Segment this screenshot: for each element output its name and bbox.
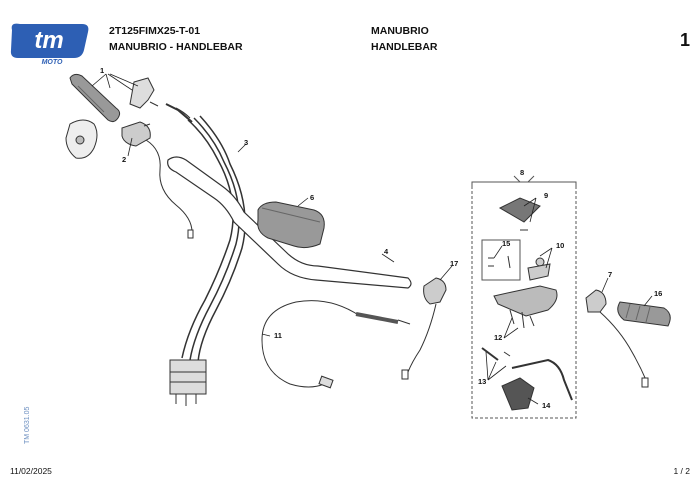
callout-15: 15 <box>502 239 510 248</box>
callout-1: 1 <box>100 66 104 75</box>
clutch-cable <box>261 300 411 389</box>
bar-pad <box>257 201 325 249</box>
callout-9: 9 <box>544 191 548 200</box>
callout-2: 2 <box>122 155 126 164</box>
callout-13: 13 <box>478 377 486 386</box>
document-code-vertical: TM 0631.05 <box>24 406 31 444</box>
logo-text: tm <box>34 27 63 54</box>
title-english: HANDLEBAR <box>371 41 438 53</box>
callout-17: 17 <box>450 259 458 268</box>
callout-3: 3 <box>244 138 248 147</box>
callout-7: 7 <box>608 270 612 279</box>
part-code: 2T125FIMX25-T-01 <box>109 25 201 37</box>
handlebar <box>167 156 412 289</box>
title-italian: MANUBRIO <box>371 25 429 37</box>
section-subtitle: MANUBRIO - HANDLEBAR <box>109 41 243 53</box>
callout-14: 14 <box>542 401 551 410</box>
cable-bundle <box>169 115 246 406</box>
page-number-large: 1 <box>679 30 690 50</box>
left-grip-assembly <box>585 289 671 388</box>
callout-6: 6 <box>310 193 314 202</box>
footer-page-number: 1 / 2 <box>673 466 690 476</box>
callout-4: 4 <box>384 247 389 256</box>
callout-8: 8 <box>520 168 524 177</box>
callout-10: 10 <box>556 241 564 250</box>
leader-lines <box>91 73 653 405</box>
callout-12: 12 <box>494 333 502 342</box>
throttle-grip-assembly <box>65 73 193 159</box>
clutch-lever-assembly-group <box>471 175 577 419</box>
tm-moto-logo: tm MOTO <box>10 23 89 66</box>
logo-subtext: MOTO <box>42 59 63 66</box>
footer-date: 11/02/2025 <box>10 466 52 476</box>
right-switch <box>401 277 447 380</box>
callout-11: 11 <box>274 331 282 340</box>
left-switch-cable <box>145 139 194 239</box>
callout-16: 16 <box>654 289 662 298</box>
